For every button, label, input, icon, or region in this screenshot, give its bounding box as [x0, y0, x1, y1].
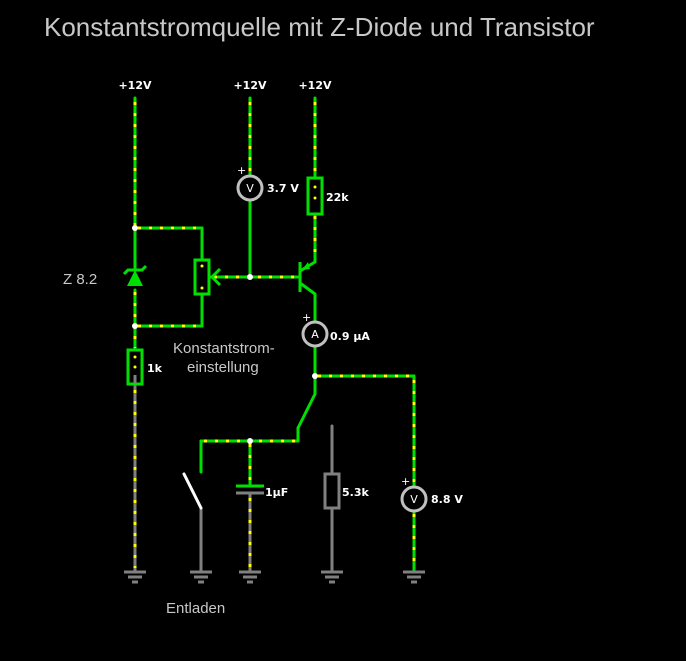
resistor-load[interactable] [323, 472, 341, 510]
voltmeter-output-icon [400, 485, 428, 513]
voltmeter-output-reading: 8.8 V [431, 493, 463, 506]
pot-caption-line2: einstellung [187, 359, 259, 376]
supply-right-label: +12V [298, 79, 332, 92]
voltmeter-plus: + [237, 164, 246, 177]
resistor-1k[interactable] [126, 348, 144, 386]
ammeter-icon [301, 320, 329, 348]
supply-left-label: +12V [118, 79, 152, 92]
charge-switch-lever [296, 392, 317, 430]
charge-switch[interactable] [296, 392, 317, 430]
node [247, 438, 253, 444]
active-wires [133, 96, 416, 574]
ammeter-plus: + [302, 311, 311, 324]
resistor-22k-body [306, 176, 324, 216]
resistor-load-body [323, 472, 341, 510]
ammeter[interactable]: A + [301, 311, 329, 348]
node [132, 225, 138, 231]
capacitor-label: 1µF [265, 486, 288, 499]
potentiometer[interactable] [193, 258, 222, 296]
discharge-switch[interactable] [182, 472, 203, 510]
voltmeter-output[interactable]: V + [400, 475, 428, 513]
zener-triangle-icon [127, 270, 143, 286]
voltmeter-base-reading: 3.7 V [267, 182, 299, 195]
voltmeter-output-symbol: V [410, 493, 418, 506]
pot-caption-line1: Konstantstrom- [173, 340, 275, 357]
resistor-1k-label: 1k [147, 362, 163, 375]
voltmeter-base[interactable]: V + [236, 164, 264, 202]
ammeter-reading: 0.9 µA [330, 330, 370, 343]
node [247, 274, 253, 280]
ground-icon [403, 570, 425, 584]
voltmeter-symbol: V [246, 182, 254, 195]
ground-icon [321, 570, 343, 584]
ground-icon [239, 570, 261, 584]
discharge-label: Entladen [166, 600, 225, 617]
resistor-22k-label: 22k [326, 191, 349, 204]
node [132, 323, 138, 329]
potentiometer-body [193, 258, 211, 296]
ground-icon [190, 570, 212, 584]
junction-nodes [132, 225, 318, 444]
potentiometer-wiper-arrow-icon [209, 267, 222, 287]
transistor-arrow-icon [302, 262, 310, 270]
zener-diode[interactable] [122, 264, 148, 286]
ground-icon [124, 570, 146, 584]
pnp-transistor[interactable] [298, 260, 316, 296]
voltmeter-icon [236, 174, 264, 202]
ground-symbols [124, 570, 425, 584]
capacitor[interactable] [236, 484, 264, 495]
idle-wires [133, 384, 334, 574]
discharge-switch-lever [182, 472, 203, 510]
resistor-22k[interactable] [306, 176, 324, 216]
ammeter-symbol: A [311, 328, 319, 341]
zener-bar-icon [122, 264, 148, 276]
resistor-load-label: 5.3k [342, 486, 369, 499]
node [312, 373, 318, 379]
voltmeter-output-plus: + [401, 475, 410, 488]
transistor-collector-lead [299, 281, 316, 296]
supply-middle-label: +12V [233, 79, 267, 92]
zener-label: Z 8.2 [63, 271, 97, 288]
diagram-title: Konstantstromquelle mit Z-Diode und Tran… [44, 12, 595, 42]
